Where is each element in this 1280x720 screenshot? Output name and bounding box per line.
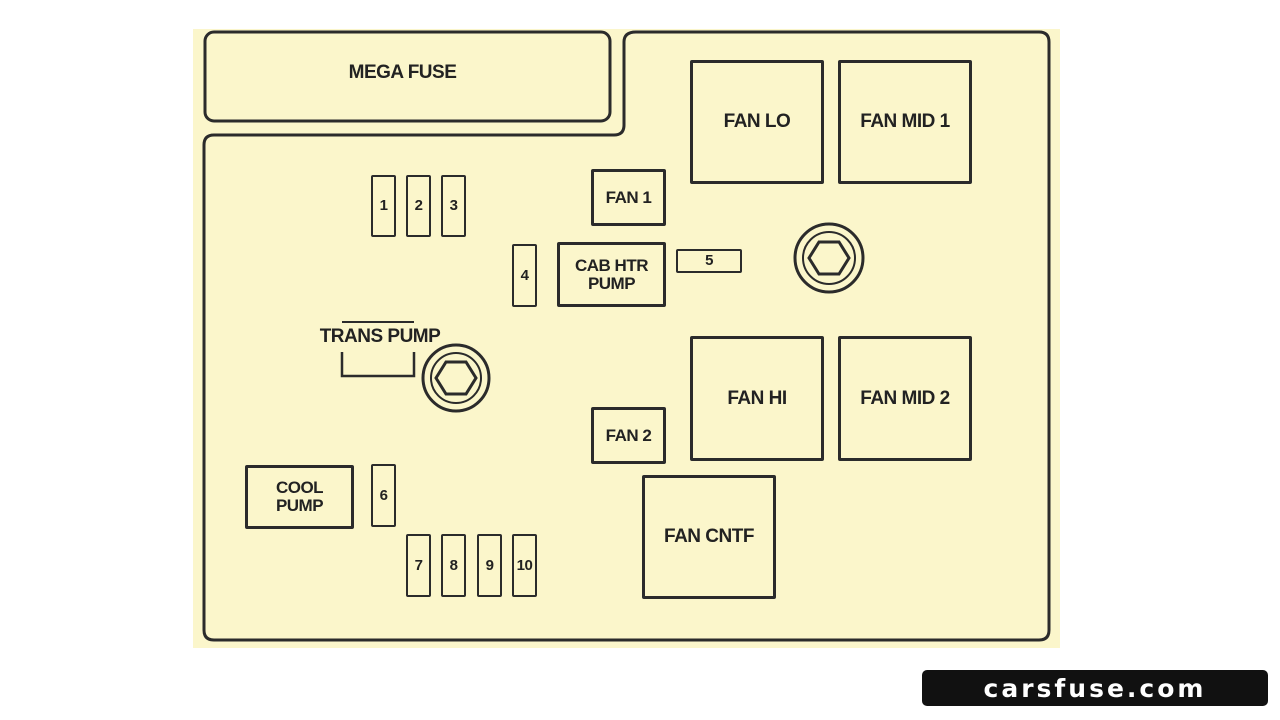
fuse-7: 7 <box>406 534 431 597</box>
mega-fuse-compartment <box>203 30 612 123</box>
fuse-10: 10 <box>512 534 537 597</box>
trans-pump-bracket <box>340 352 416 378</box>
relay-fan-2: FAN 2 <box>591 407 666 464</box>
watermark-logo: carsfuse.com <box>922 670 1268 706</box>
fuse-4: 4 <box>512 244 537 307</box>
relay-cab-htr-pump: CAB HTR PUMP <box>557 242 666 307</box>
fuse-1: 1 <box>371 175 396 237</box>
relay-fan-mid-1: FAN MID 1 <box>838 60 972 184</box>
relay-cool-pump: COOL PUMP <box>245 465 354 529</box>
fuse-9: 9 <box>477 534 502 597</box>
fuse-8: 8 <box>441 534 466 597</box>
hex-bolt-icon <box>421 343 491 413</box>
fuse-5: 5 <box>676 249 742 273</box>
relay-fan-lo: FAN LO <box>690 60 824 184</box>
fuse-6: 6 <box>371 464 396 527</box>
relay-fan-cntf: FAN CNTF <box>642 475 776 599</box>
relay-fan-1: FAN 1 <box>591 169 666 226</box>
relay-fan-hi: FAN HI <box>690 336 824 461</box>
main-compartment-outline <box>202 30 1051 642</box>
relay-fan-mid-2: FAN MID 2 <box>838 336 972 461</box>
hex-bolt-icon <box>793 222 865 294</box>
mega-fuse-label: MEGA FUSE <box>348 62 457 84</box>
trans-pump-label: TRANS PUMP <box>319 326 441 348</box>
fuse-3: 3 <box>441 175 466 237</box>
fuse-2: 2 <box>406 175 431 237</box>
